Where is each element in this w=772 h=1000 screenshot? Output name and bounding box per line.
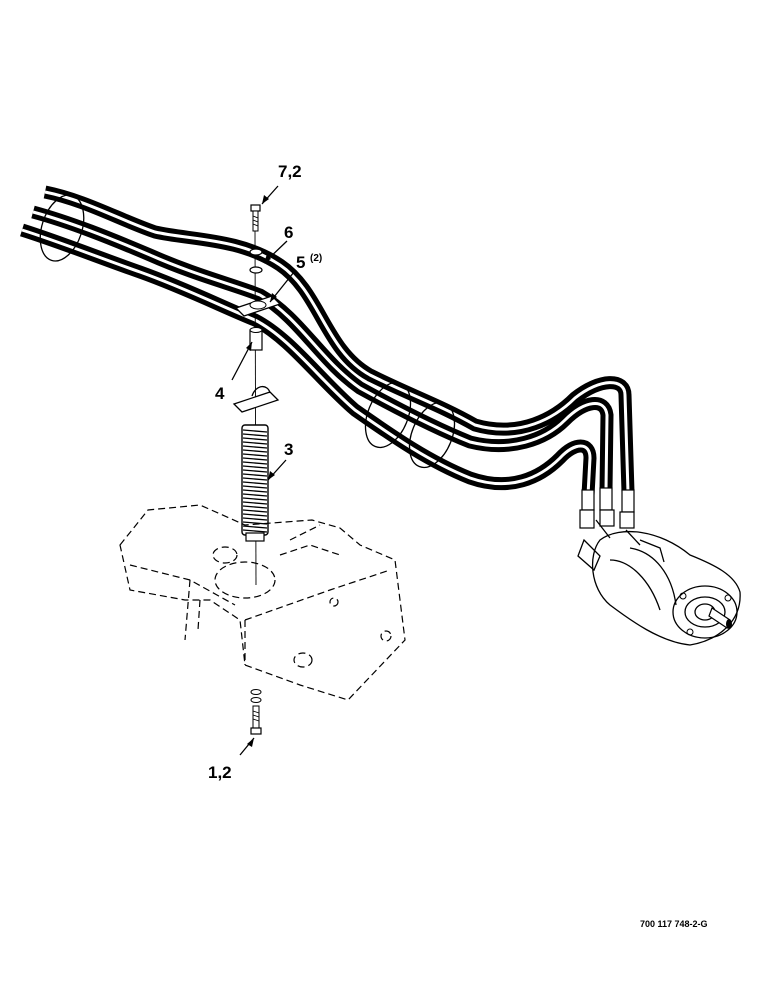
clamp-half-lower (232, 391, 280, 413)
hose-bottom-highlight (21, 228, 592, 496)
spring-coil (242, 449, 268, 453)
hose-clamp-right (408, 401, 456, 469)
spring-coil (242, 445, 268, 449)
callout-bolt-top: 7,2 (278, 162, 302, 181)
spring-coil (242, 497, 268, 501)
spring-coil (242, 465, 268, 469)
spring-coil (242, 485, 268, 489)
spring-coil (242, 473, 268, 477)
spring-coil (242, 437, 268, 441)
spring-coil (242, 513, 268, 517)
hose-middle-highlight (32, 210, 609, 491)
hydraulic-hose-bundle (20, 185, 635, 496)
callout-spacer: 4 (215, 384, 225, 403)
spring-coil (242, 481, 268, 485)
spring-coil (242, 489, 268, 493)
bolt-top (250, 204, 261, 232)
callout-clamp-half-qty: (2) (310, 253, 322, 264)
spring-coil (242, 441, 268, 445)
callout-washer: 6 (284, 223, 293, 242)
mounting-bracket (119, 504, 406, 701)
hydraulic-motor (577, 487, 741, 646)
bolt-bottom (250, 689, 262, 735)
hose-clamp-left (39, 194, 85, 262)
spring-coil (242, 477, 268, 481)
spring-coil (242, 433, 268, 437)
spring-coil (242, 509, 268, 513)
spring-coil (242, 493, 268, 497)
callout-bolt-bottom: 1,2 (208, 763, 232, 782)
spring-coil (242, 457, 268, 461)
callout-spring: 3 (284, 440, 293, 459)
spring-coil (242, 453, 268, 457)
spring-coil (242, 501, 268, 505)
document-number: 700 117 748-2-G (640, 919, 708, 929)
spring-coil (242, 505, 268, 509)
clamp-assembly (232, 204, 282, 586)
spring-coil (242, 517, 268, 521)
hose-top-highlight (44, 190, 630, 493)
spring-coil (242, 429, 268, 433)
spring-coil (242, 529, 268, 533)
spring-coil (242, 521, 268, 525)
callout-clamp-half: 5 (296, 253, 305, 272)
spring-coil (242, 461, 268, 465)
hose-clamp-middle (364, 381, 412, 449)
spring-coil (242, 469, 268, 473)
spacer (249, 327, 263, 351)
hose-fittings (577, 487, 641, 572)
hose-clamp-rings (39, 194, 456, 469)
spring (241, 424, 269, 542)
washer (249, 248, 263, 274)
callout-labels: 7,2 6 5 (2) 4 3 1,2 (208, 162, 322, 782)
leader-lines (231, 185, 295, 756)
spring-coil (242, 525, 268, 529)
